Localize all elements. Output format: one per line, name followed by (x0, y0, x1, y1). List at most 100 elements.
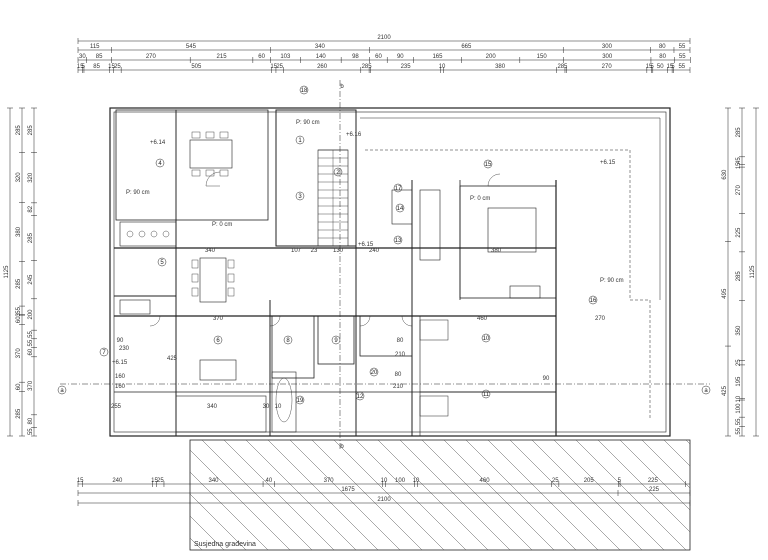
room-label: +6.15 (358, 242, 374, 248)
hatch-line (619, 440, 690, 511)
chair (219, 169, 229, 177)
interior-dim: 340 (207, 404, 218, 410)
room-number-circle (393, 235, 403, 245)
chair (227, 259, 235, 269)
room-number-circle (369, 367, 379, 377)
bottom-row1-label: 100 (395, 478, 406, 484)
right-row1-label: 10 (736, 395, 742, 402)
top-row1-label: 340 (315, 44, 326, 50)
hatch-line (708, 440, 768, 550)
living-table (199, 257, 227, 303)
interior-dim: 210 (393, 384, 404, 390)
door-arc (205, 171, 221, 187)
door-arc (149, 315, 161, 327)
right-row1-label: 55 (736, 418, 742, 425)
interior-dim: 270 (595, 316, 606, 322)
hatch-line (70, 440, 180, 550)
top-row3-label: 28 (557, 64, 564, 70)
top-row2-label: 150 (537, 54, 548, 60)
left-row1-label: 380 (16, 226, 22, 237)
wardrobe-2 (419, 189, 441, 261)
right-row2-label: 425 (722, 385, 728, 396)
hatch-line (223, 440, 335, 550)
wc (359, 315, 413, 357)
right-row1-label: 100 (736, 403, 742, 414)
room-number-circle (295, 191, 305, 201)
interior-dim: 130 (333, 248, 344, 254)
bed-2 (419, 319, 449, 341)
terrace-furniture (175, 395, 267, 433)
room-label: P: 90 cm (600, 278, 624, 284)
hatch-line (685, 440, 690, 445)
interior-dim: 210 (395, 352, 406, 358)
bottom-row1-label: 15 (151, 478, 158, 484)
hatch-line (663, 440, 690, 467)
chair (205, 131, 215, 139)
cooktop-burner (162, 230, 170, 238)
right-row2-label: 495 (722, 288, 728, 299)
room-number: 4 (158, 161, 162, 167)
room-number-circle (588, 295, 598, 305)
top-row3-label: 235 (401, 64, 412, 70)
room-number-circle (481, 389, 491, 399)
hatch-line (245, 440, 357, 550)
room-number: 13 (395, 238, 402, 244)
chair (219, 131, 229, 139)
top-row2-label: 90 (397, 54, 404, 60)
section-marker-a: a (60, 388, 64, 394)
top-row3-label: 505 (191, 64, 202, 70)
top-row3-label: 15 (108, 64, 115, 70)
left-row2-label: 320 (28, 172, 34, 183)
left-row2-label: 80 (28, 417, 34, 424)
left-row1-label: 3 (16, 313, 22, 317)
top-row3-label: 25 (114, 64, 121, 70)
bottom-row1-label: 205 (584, 478, 595, 484)
top-row2-label: 165 (432, 54, 443, 60)
room-number: 5 (160, 260, 164, 266)
room-number: 17 (395, 186, 402, 192)
interior-dim: 460 (477, 316, 488, 322)
hatch-line (421, 440, 533, 550)
bathroom-1 (271, 315, 315, 379)
room-number-circle (283, 335, 293, 345)
hatch-line (443, 440, 555, 550)
right-row1-label: 285 (736, 127, 742, 138)
cooktop-burner (126, 230, 134, 238)
right-row1-label: 15 (736, 162, 742, 169)
interior-dim: 240 (369, 248, 380, 254)
bottom-row1-label: 25 (157, 478, 164, 484)
dining-terrace-wall (115, 109, 177, 221)
neighbor-building (189, 439, 691, 551)
left-row1-label: 370 (16, 348, 22, 359)
bottom-row1-label: 370 (324, 478, 335, 484)
chair (191, 169, 201, 177)
top-row2-label: 270 (146, 54, 157, 60)
hatch-line (201, 440, 313, 550)
left-row1-label: 55 (16, 306, 22, 313)
room-number: 2 (336, 170, 340, 176)
desk (509, 285, 541, 299)
chair (191, 287, 199, 297)
top-row3-label: 85 (93, 64, 100, 70)
top-row3-label: 25 (276, 64, 283, 70)
top-row2-label: 215 (217, 54, 228, 60)
right-row1-label: 25 (736, 359, 742, 366)
bottom-row2-total: 1675 (341, 487, 355, 493)
dining-table (189, 139, 233, 169)
top-row3-label: 260 (317, 64, 328, 70)
section-marker-circle (701, 385, 711, 395)
top-row3-label: 5 (368, 64, 372, 70)
room-number-circle (295, 135, 305, 145)
room-number: 20 (371, 370, 378, 376)
left-row1-label: 60 (16, 383, 22, 390)
top-row3-label: 10 (439, 64, 446, 70)
room-label: P: 0 cm (212, 222, 232, 228)
left-row2-label: 370 (28, 380, 34, 391)
left-row2-label: 285 (28, 125, 34, 136)
room-number: 8 (286, 338, 290, 344)
top-row2-label: 85 (96, 54, 103, 60)
top-row3-label: 15 (646, 64, 653, 70)
bottom-row1-label: 15 (77, 478, 84, 484)
top-row2-label: 98 (352, 54, 359, 60)
